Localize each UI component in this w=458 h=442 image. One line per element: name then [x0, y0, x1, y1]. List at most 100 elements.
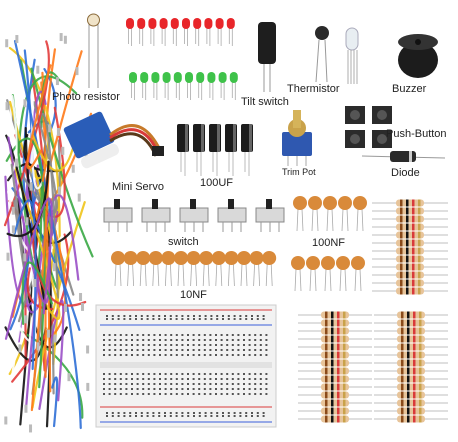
- resistor: [298, 407, 372, 415]
- led-green: [173, 72, 182, 100]
- led-green: [196, 72, 205, 100]
- resistor: [374, 367, 448, 375]
- tilt-switch: [258, 22, 276, 92]
- led-red: [170, 18, 179, 46]
- jumper-wires: [3, 33, 94, 433]
- ceramic-capacitor-10nf: [148, 251, 163, 287]
- led-red: [182, 18, 190, 46]
- ceramic-capacitor-10nf: [161, 251, 176, 287]
- ceramic-capacitor-100nf: [321, 256, 335, 292]
- ceramic-capacitor-100nf: [336, 256, 350, 292]
- diode: [361, 151, 446, 162]
- led-green: [207, 72, 216, 100]
- ceramic-capacitor-10nf: [186, 251, 201, 287]
- resistor: [374, 415, 448, 423]
- resistor: [372, 263, 448, 271]
- resistor: [298, 415, 372, 423]
- resistor: [298, 327, 372, 335]
- led-green: [218, 72, 227, 100]
- resistor: [298, 359, 372, 367]
- mini-servo: [63, 111, 164, 169]
- label-diode: Diode: [391, 167, 420, 179]
- led-green: [229, 72, 238, 100]
- buzzer: [398, 34, 438, 78]
- resistor: [298, 399, 372, 407]
- resistor: [298, 319, 372, 327]
- led-red: [226, 18, 235, 46]
- led-red: [137, 18, 146, 46]
- resistor: [374, 335, 448, 343]
- resistor: [298, 367, 372, 375]
- resistor: [372, 271, 448, 279]
- resistor: [298, 311, 372, 319]
- led-red: [148, 18, 157, 46]
- resistor: [374, 383, 448, 391]
- resistor: [374, 327, 448, 335]
- resistor: [298, 383, 372, 391]
- led-green: [162, 72, 171, 100]
- label-100uf: 100UF: [200, 177, 234, 189]
- label-10nf: 10NF: [180, 289, 207, 301]
- led-red: [126, 18, 134, 46]
- ceramic-capacitor-100nf: [291, 256, 305, 292]
- ceramic-capacitor-10nf: [249, 251, 264, 287]
- ceramic-capacitor-10nf: [199, 251, 214, 287]
- resistor: [298, 351, 372, 359]
- ceramic-capacitor-100nf: [353, 196, 367, 232]
- resistor: [372, 199, 448, 207]
- push-buttons: [345, 106, 392, 148]
- ceramic-capacitor-100nf: [293, 196, 307, 232]
- resistor: [372, 279, 448, 287]
- ceramic-capacitor-10nf: [211, 251, 226, 287]
- resistor: [374, 311, 448, 319]
- led-green: [185, 72, 193, 100]
- ceramic-capacitor-100nf: [323, 196, 337, 232]
- label-mini-servo: Mini Servo: [112, 181, 164, 193]
- resistor: [298, 343, 372, 351]
- resistor: [372, 239, 448, 247]
- ceramic-capacitor-100nf: [306, 256, 320, 292]
- breadboard: [95, 304, 277, 428]
- ceramic-capacitor-100nf: [338, 196, 352, 232]
- resistor: [298, 375, 372, 383]
- resistor: [372, 207, 448, 215]
- resistor: [372, 223, 448, 231]
- resistor: [372, 287, 448, 295]
- resistor: [372, 255, 448, 263]
- label-push-button: Push-Button: [386, 128, 447, 140]
- label-thermistor: Thermistor: [287, 83, 340, 95]
- ceramic-capacitor-10nf: [111, 251, 125, 287]
- ceramic-capacitor-10nf: [224, 251, 239, 287]
- resistor: [374, 391, 448, 399]
- led-red: [204, 18, 213, 46]
- resistor: [374, 359, 448, 367]
- label-tilt-switch: Tilt switch: [241, 96, 289, 108]
- resistor: [374, 375, 448, 383]
- resistor: [372, 231, 448, 239]
- trim-pot: [282, 110, 312, 166]
- ceramic-capacitor-10nf: [237, 251, 251, 287]
- led-red: [215, 18, 224, 46]
- resistor: [374, 319, 448, 327]
- resistor: [374, 407, 448, 415]
- label-100nf: 100NF: [312, 237, 346, 249]
- ceramic-capacitor-100nf: [308, 196, 322, 232]
- led-green: [151, 72, 160, 100]
- label-photo-resistor: Photo resistor: [52, 91, 120, 103]
- ceramic-capacitor-10nf: [262, 251, 277, 287]
- resistor: [298, 335, 372, 343]
- led-red: [159, 18, 168, 46]
- electrolytic-capacitors: [177, 124, 253, 176]
- resistor: [372, 215, 448, 223]
- thermistor: [315, 26, 329, 83]
- resistor: [372, 247, 448, 255]
- rgb-led: [345, 27, 359, 84]
- photo-resistor: [87, 13, 100, 88]
- resistor: [298, 391, 372, 399]
- ceramic-capacitor-10nf: [123, 251, 138, 287]
- resistor: [374, 399, 448, 407]
- label-buzzer: Buzzer: [392, 83, 427, 95]
- ceramic-capacitor-10nf: [136, 251, 151, 287]
